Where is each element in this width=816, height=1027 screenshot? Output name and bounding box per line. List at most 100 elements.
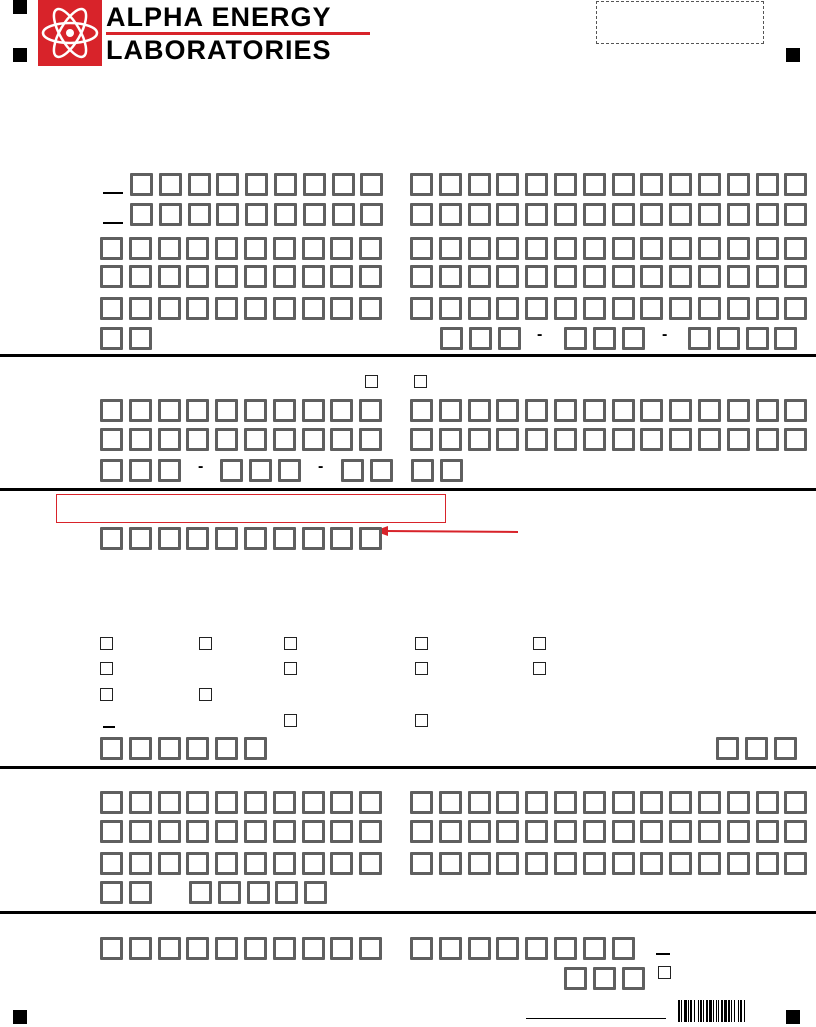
signature-name-b-char-box[interactable] xyxy=(525,937,549,960)
mailing-field-2-a-char-box[interactable] xyxy=(100,820,123,843)
contact-field-2-b-char-box[interactable] xyxy=(582,428,606,451)
date-field-char-box[interactable] xyxy=(244,737,267,760)
id-part-1-char-box[interactable] xyxy=(128,459,152,482)
contact-field-1-b-char-box[interactable] xyxy=(698,399,721,422)
mailing-field-1-b-char-box[interactable] xyxy=(669,791,693,814)
mailing-field-3-a-char-box[interactable] xyxy=(359,852,383,875)
name-field-1-b-char-box[interactable] xyxy=(496,173,520,196)
mailing-field-3-b-char-box[interactable] xyxy=(698,852,721,875)
contact-field-1-b-char-box[interactable] xyxy=(467,399,491,422)
address-field-2-a-char-box[interactable] xyxy=(157,265,181,288)
signature-name-b-char-box[interactable] xyxy=(467,937,491,960)
signature-name-b-char-box[interactable] xyxy=(496,937,520,960)
address-field-1-a-char-box[interactable] xyxy=(186,237,210,260)
mailing-field-1-a-char-box[interactable] xyxy=(100,791,123,814)
name-field-2-b-char-box[interactable] xyxy=(496,203,520,226)
id-part-4-char-box[interactable] xyxy=(439,459,463,482)
address-field-3-b-char-box[interactable] xyxy=(611,297,635,320)
account-number-char-box[interactable] xyxy=(128,527,152,550)
mailing-field-3-a-char-box[interactable] xyxy=(157,852,181,875)
phone-area-char-box[interactable] xyxy=(468,327,492,350)
contact-field-2-a-char-box[interactable] xyxy=(100,428,123,451)
mailing-zip-char-box[interactable] xyxy=(189,881,212,904)
name-field-2-a-char-box[interactable] xyxy=(130,203,153,226)
name-field-2-b-char-box[interactable] xyxy=(525,203,549,226)
phone-area-char-box[interactable] xyxy=(440,327,463,350)
contact-field-2-a-char-box[interactable] xyxy=(272,428,296,451)
address-field-3-a-char-box[interactable] xyxy=(100,297,123,320)
contact-field-1-b-char-box[interactable] xyxy=(554,399,577,422)
signature-name-a-char-box[interactable] xyxy=(128,937,152,960)
mailing-field-3-a-char-box[interactable] xyxy=(100,852,123,875)
date-field-char-box[interactable] xyxy=(157,737,181,760)
contact-field-2-a-char-box[interactable] xyxy=(215,428,239,451)
mailing-field-2-b-char-box[interactable] xyxy=(525,820,549,843)
contact-field-2-b-char-box[interactable] xyxy=(784,428,808,451)
name-field-1-b-char-box[interactable] xyxy=(554,173,577,196)
name-field-2-b-char-box[interactable] xyxy=(755,203,779,226)
mailing-field-2-b-char-box[interactable] xyxy=(554,820,577,843)
address-field-1-b-char-box[interactable] xyxy=(784,237,808,260)
service-checkbox-5[interactable] xyxy=(533,637,546,650)
contact-field-2-b-char-box[interactable] xyxy=(640,428,664,451)
address-field-2-a-char-box[interactable] xyxy=(128,265,152,288)
contact-field-2-b-char-box[interactable] xyxy=(496,428,520,451)
address-field-1-b-char-box[interactable] xyxy=(611,237,635,260)
mailing-field-2-b-char-box[interactable] xyxy=(496,820,520,843)
account-number-char-box[interactable] xyxy=(244,527,267,550)
name-field-2-b-char-box[interactable] xyxy=(467,203,491,226)
mailing-field-1-b-char-box[interactable] xyxy=(611,791,635,814)
address-field-3-a-char-box[interactable] xyxy=(157,297,181,320)
service-checkbox-2[interactable] xyxy=(199,637,212,650)
address-field-3-b-char-box[interactable] xyxy=(410,297,433,320)
address-field-1-a-char-box[interactable] xyxy=(215,237,239,260)
contact-field-1-a-char-box[interactable] xyxy=(330,399,354,422)
mailing-field-2-a-char-box[interactable] xyxy=(157,820,181,843)
name-field-1-b-char-box[interactable] xyxy=(698,173,721,196)
mailing-field-2-b-char-box[interactable] xyxy=(784,820,808,843)
name-field-1-a-char-box[interactable] xyxy=(130,173,153,196)
name-field-1-b-char-box[interactable] xyxy=(467,173,491,196)
address-field-2-b-char-box[interactable] xyxy=(410,265,433,288)
contact-field-2-a-char-box[interactable] xyxy=(186,428,210,451)
name-field-1-b-char-box[interactable] xyxy=(611,173,635,196)
option-checkbox-1[interactable] xyxy=(365,375,378,388)
address-field-2-a-char-box[interactable] xyxy=(359,265,383,288)
address-field-3-b-char-box[interactable] xyxy=(784,297,808,320)
mailing-field-3-b-char-box[interactable] xyxy=(784,852,808,875)
address-field-1-b-char-box[interactable] xyxy=(496,237,520,260)
address-field-1-a-char-box[interactable] xyxy=(244,237,267,260)
name-field-1-b-char-box[interactable] xyxy=(784,173,808,196)
mailing-field-3-b-char-box[interactable] xyxy=(582,852,606,875)
contact-field-1-b-char-box[interactable] xyxy=(640,399,664,422)
contact-field-2-b-char-box[interactable] xyxy=(438,428,462,451)
mailing-field-2-b-char-box[interactable] xyxy=(582,820,606,843)
mailing-field-3-a-char-box[interactable] xyxy=(301,852,325,875)
mailing-field-3-a-char-box[interactable] xyxy=(128,852,152,875)
mailing-field-3-b-char-box[interactable] xyxy=(640,852,664,875)
service-checkbox-13[interactable] xyxy=(415,714,428,727)
name-field-1-b-char-box[interactable] xyxy=(582,173,606,196)
address-field-3-b-char-box[interactable] xyxy=(755,297,779,320)
contact-field-1-a-char-box[interactable] xyxy=(186,399,210,422)
mailing-field-1-b-char-box[interactable] xyxy=(525,791,549,814)
signature-date-char-box[interactable] xyxy=(621,967,645,990)
address-field-1-b-char-box[interactable] xyxy=(554,237,577,260)
phone-line-char-box[interactable] xyxy=(774,327,798,350)
mailing-field-2-a-char-box[interactable] xyxy=(272,820,296,843)
mailing-field-2-b-char-box[interactable] xyxy=(726,820,750,843)
service-checkbox-10[interactable] xyxy=(100,688,113,701)
mailing-field-1-b-char-box[interactable] xyxy=(582,791,606,814)
mailing-field-3-a-char-box[interactable] xyxy=(186,852,210,875)
signature-date-char-box[interactable] xyxy=(564,967,587,990)
mailing-field-1-b-char-box[interactable] xyxy=(698,791,721,814)
address-field-2-b-char-box[interactable] xyxy=(467,265,491,288)
name-field-2-b-char-box[interactable] xyxy=(640,203,664,226)
phone-prefix-char-box[interactable] xyxy=(564,327,587,350)
contact-field-2-a-char-box[interactable] xyxy=(244,428,267,451)
mailing-field-2-b-char-box[interactable] xyxy=(755,820,779,843)
address-field-2-b-char-box[interactable] xyxy=(611,265,635,288)
mailing-field-3-b-char-box[interactable] xyxy=(410,852,433,875)
name-field-2-a-char-box[interactable] xyxy=(302,203,326,226)
mailing-field-1-a-char-box[interactable] xyxy=(301,791,325,814)
